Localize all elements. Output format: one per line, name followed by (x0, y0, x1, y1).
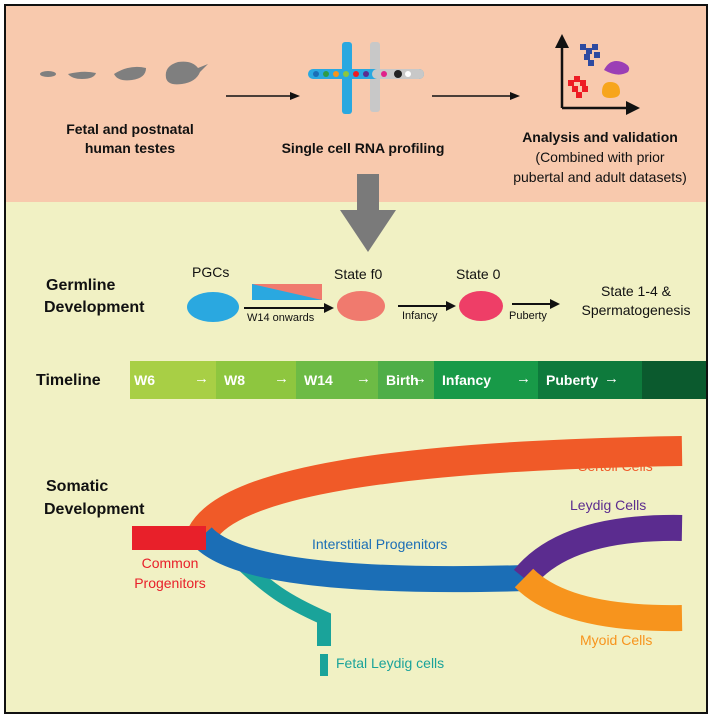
timeline-segment (434, 361, 538, 399)
workflow-arrow-2 (432, 92, 520, 100)
sertoli-label: Sertoli Cells (578, 458, 653, 474)
single-cell-chip-icon (308, 42, 424, 114)
myoid-label: Myoid Cells (580, 632, 653, 648)
timeline-segment (130, 361, 216, 399)
timeline-label: W8 (224, 372, 245, 388)
timeline-segment (538, 361, 642, 399)
timeline-label: Birth (386, 372, 419, 388)
timeline-label: Infancy (442, 372, 492, 388)
workflow-panel (6, 6, 706, 202)
step2-label: Single cell RNA profiling (281, 140, 445, 156)
sertoli-branch (188, 436, 683, 543)
timeline-segment (216, 361, 296, 399)
analysis-plot-icon (555, 34, 640, 115)
state-final-label: State 1-4 &Spermatogenesis (581, 283, 691, 318)
timeline-arrow-icon: → (274, 370, 289, 387)
timeline-arrow-icon: → (516, 370, 531, 387)
interstitial-branch (192, 526, 527, 593)
down-arrow-icon (340, 174, 396, 252)
infancy-label: Infancy (402, 310, 438, 322)
leydig-branch (513, 514, 683, 587)
timeline-segment (296, 361, 378, 399)
workflow-arrow-1 (226, 92, 300, 100)
timeline-label: W6 (134, 372, 155, 388)
timeline-title: Timeline (36, 372, 101, 389)
timeline-arrow-icon: → (412, 370, 427, 387)
state-0-label: State 0 (456, 266, 501, 282)
timeline-arrow-icon: → (356, 370, 371, 387)
pgcs-label: PGCs (192, 264, 230, 280)
state-f0-label: State f0 (334, 266, 383, 282)
pgc-cell-icon (187, 292, 239, 322)
step3-label: Analysis and validation (Combined with p… (513, 129, 687, 185)
myoid-branch (514, 568, 683, 632)
timeline-segment (378, 361, 434, 399)
timeline-label: Puberty (546, 372, 599, 388)
fetal-leydig-label: Fetal Leydig cells (336, 655, 445, 671)
timeline-arrow-icon: → (194, 370, 209, 387)
testes-samples-icon (40, 61, 208, 85)
puberty-label: Puberty (509, 310, 547, 322)
germline-graphics (187, 284, 560, 322)
somatic-lineage-tree (132, 436, 683, 676)
timeline-bar (130, 361, 706, 399)
common-progenitor-bar (132, 526, 206, 550)
timeline-segment (642, 361, 706, 399)
diagram-graphics (40, 34, 706, 676)
timeline-arrow-icon: → (604, 370, 619, 387)
state-0-cell-icon (459, 291, 503, 321)
leydig-label: Leydig Cells (570, 497, 647, 513)
interstitial-label: Interstitial Progenitors (312, 536, 448, 552)
timeline-label: W14 (304, 372, 333, 388)
w14-label: W14 onwards (247, 312, 315, 324)
state-f0-cell-icon (337, 291, 385, 321)
